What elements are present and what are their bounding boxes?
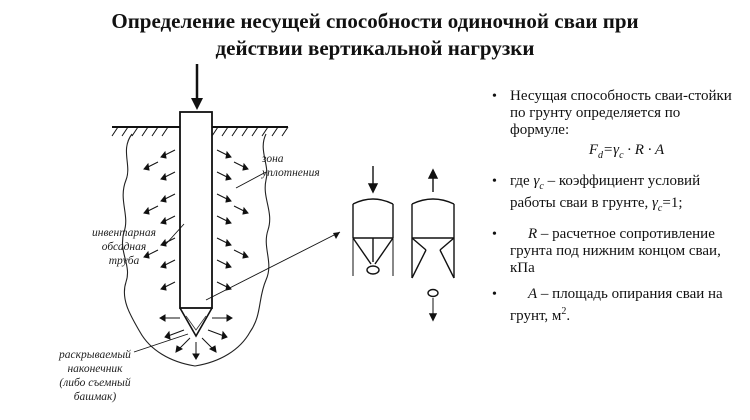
label-casing-line3: труба <box>108 255 140 267</box>
compaction-arrows-left <box>143 149 176 291</box>
bullet-4-sup: 2 <box>561 306 567 317</box>
bullet-3-symbol: R <box>528 226 538 242</box>
formula-rest: · R · A <box>623 142 665 158</box>
label-casing-pipe: инвентарная обсадная труба <box>78 226 170 268</box>
label-casing-line1: инвентарная <box>91 227 156 239</box>
casing-pipe <box>179 111 213 309</box>
detail-open-tip <box>411 168 455 322</box>
bullet-2-gamma: γ <box>533 173 540 189</box>
bullet-2-gamma2: γ <box>651 195 658 211</box>
bullet-2-suffix: =1; <box>662 195 683 211</box>
bullet-dot-icon: • <box>492 227 497 242</box>
label-tip-line1: раскрываемый <box>59 349 131 361</box>
leader-tip <box>133 333 189 353</box>
bullet-2-gamma2-sub: c <box>657 203 663 214</box>
leader-zone <box>235 171 267 189</box>
bullet-2-prefix: где <box>510 173 534 189</box>
label-tip-line3: (либо съемный <box>59 377 131 389</box>
formula-gamma-sub: c <box>619 150 624 161</box>
ground-hatching <box>111 126 289 137</box>
label-opening-tip: раскрываемый наконечник (либо съемный ба… <box>40 348 150 404</box>
label-zone-line1: зона <box>262 153 284 165</box>
leader-casing-long <box>205 231 341 301</box>
formula: Fd=γc · R · A <box>510 142 743 164</box>
bullet-dot-icon: • <box>492 89 497 104</box>
label-casing-line2: обсадная <box>101 241 147 253</box>
formula-lhs-sub: d <box>598 150 604 161</box>
title-line-2: действии вертикальной нагрузки <box>215 36 535 60</box>
bullet-dot-icon: • <box>492 287 497 302</box>
bullet-dot-icon: • <box>492 174 497 189</box>
bullet-2-gamma-sub: c <box>539 181 544 192</box>
bullet-1-text: Несущая способность сваи-стойки по грунт… <box>510 88 732 138</box>
label-compaction-zone: зона уплотнения <box>262 152 320 180</box>
tip-radial-arrows <box>159 314 233 360</box>
title-line-1: Определение несущей способности одиночно… <box>111 9 639 33</box>
formula-gamma: γ <box>613 142 620 158</box>
label-zone-line2: уплотнения <box>262 167 320 179</box>
label-tip-line4: башмак) <box>73 391 117 403</box>
bullet-area: • A – площадь опирания сваи на грунт, м2… <box>488 286 743 325</box>
bullet-3-text: – расчетное сопротивление грунта под ниж… <box>510 226 721 276</box>
bullet-list: • Несущая способность сваи-стойки по гру… <box>488 88 743 334</box>
bullet-4-text: – площадь опирания сваи на грунт, м <box>510 286 723 324</box>
formula-eq: = <box>603 142 614 158</box>
bullet-2-mid: – коэффициент условий работы сваи в грун… <box>510 173 701 211</box>
bullet-bearing-capacity: • Несущая способность сваи-стойки по гру… <box>488 88 743 164</box>
label-tip-line2: наконечник <box>67 363 123 375</box>
compaction-zone-outline <box>122 133 271 367</box>
formula-lhs: F <box>588 142 599 158</box>
load-arrow-head <box>191 98 203 110</box>
opening-tip <box>179 307 213 338</box>
bullet-resistance: • R – расчетное сопротивление грунта под… <box>488 226 743 277</box>
leader-casing <box>165 223 185 245</box>
compaction-arrows-right <box>216 149 249 291</box>
page-title: Определение несущей способности одиночно… <box>0 8 750 62</box>
bullet-4-symbol: A <box>528 286 538 302</box>
detail-closed-tip <box>352 166 394 276</box>
bullet-gamma: • где γc – коэффициент условий работы св… <box>488 173 743 217</box>
bullet-4-end: . <box>566 308 571 324</box>
